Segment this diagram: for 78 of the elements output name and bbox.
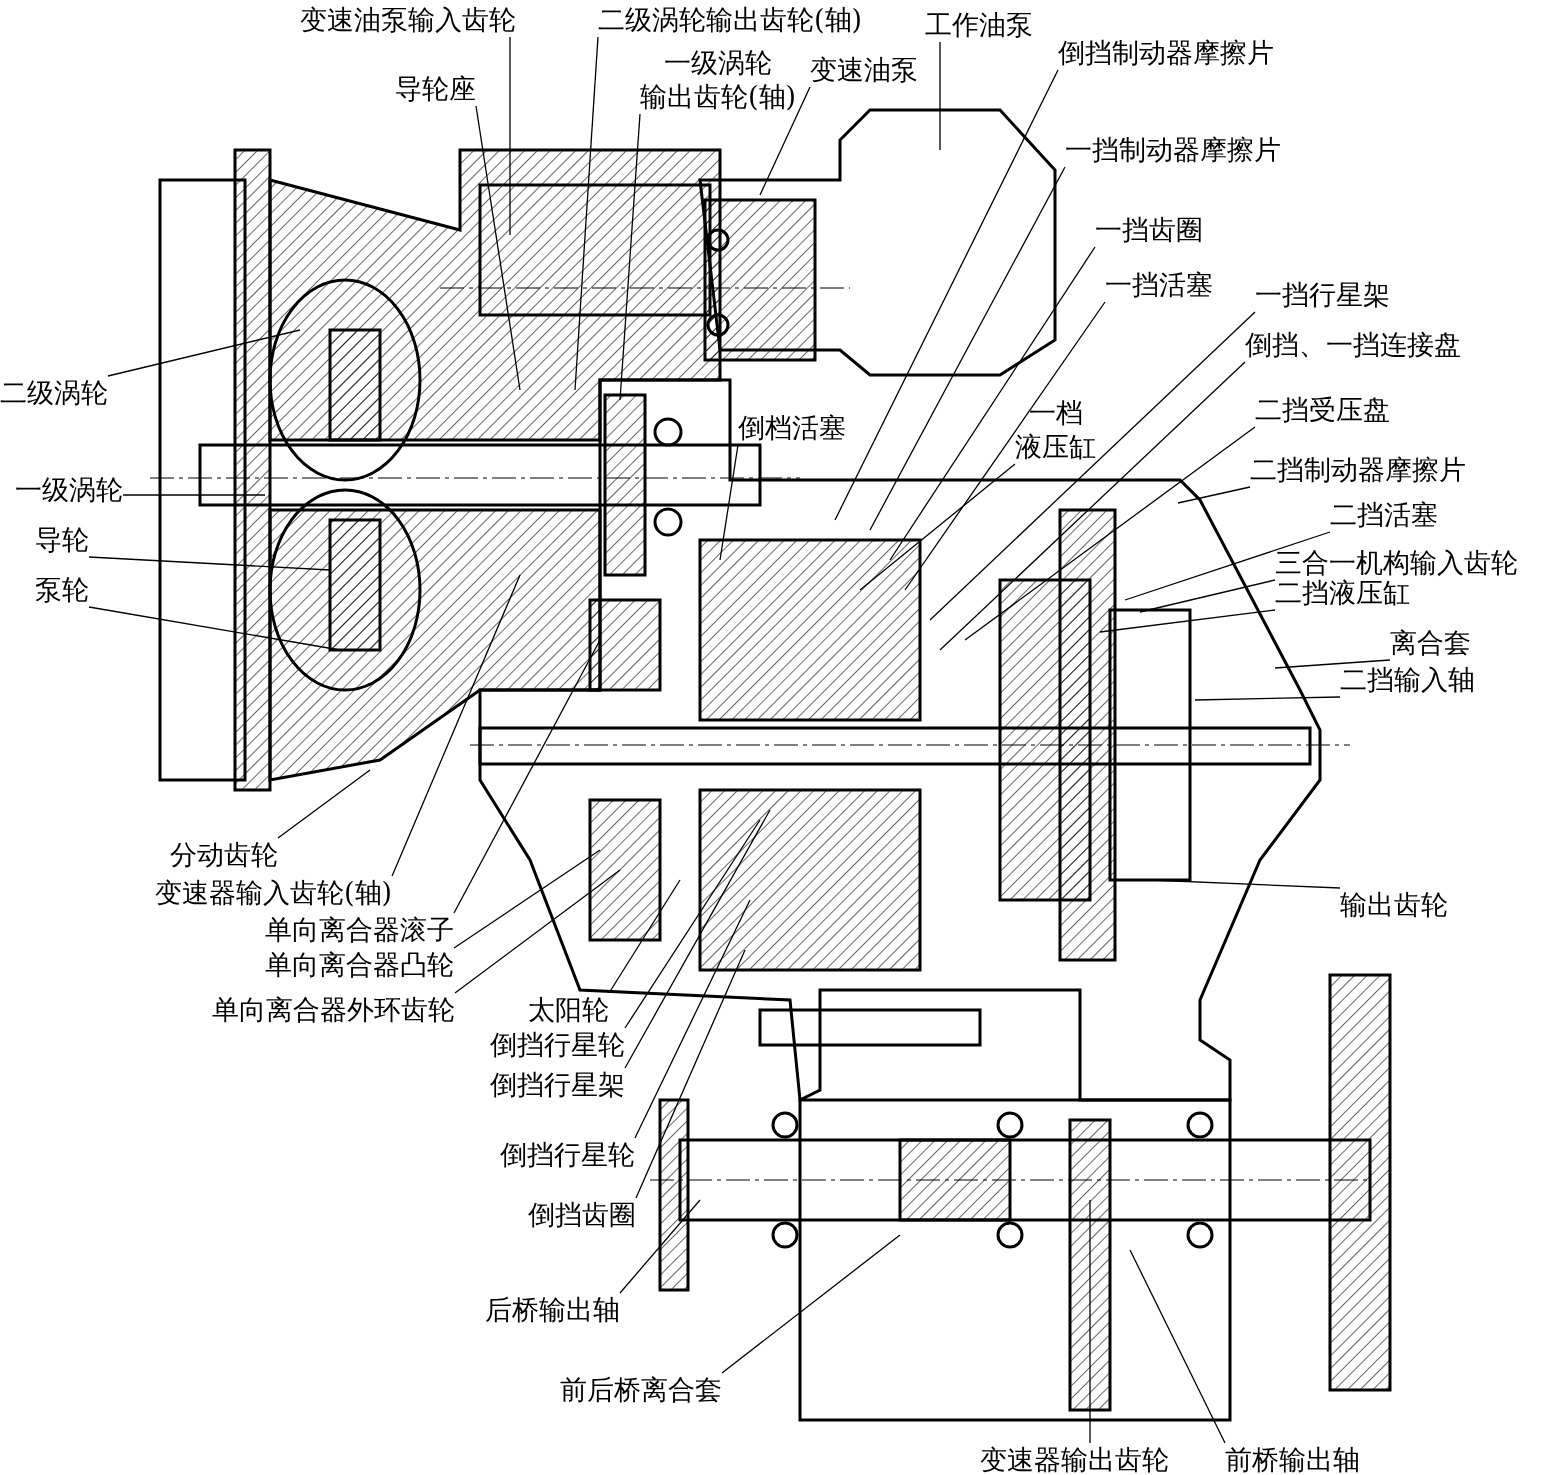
part-label: 导轮 (35, 523, 89, 557)
leader-line (88, 606, 341, 651)
leader-line (1124, 531, 1331, 601)
part-label: 变速油泵输入齿轮 (300, 3, 516, 37)
part-label: 一挡制动器摩擦片 (1065, 133, 1281, 167)
part-label: 离合套 (1390, 626, 1471, 660)
part-label: 后桥输出轴 (485, 1293, 620, 1327)
part-label: 一级涡轮 (15, 473, 123, 507)
part-label: 分动齿轮 (170, 838, 278, 872)
leader-line (509, 36, 511, 236)
part-label: 前桥输出轴 (1225, 1443, 1360, 1475)
leader-line (619, 1199, 701, 1294)
part-label: 二挡制动器摩擦片 (1250, 453, 1466, 487)
leader-line (834, 69, 1059, 521)
leader-line (1139, 579, 1276, 613)
leader-line (453, 639, 601, 914)
part-label: 倒挡行星轮 (490, 1028, 625, 1062)
leader-line (574, 36, 599, 391)
part-label: 倒档活塞 (738, 411, 846, 445)
leader-line (107, 329, 301, 377)
leader-line (859, 463, 1016, 591)
part-label: 变速器输出齿轮 (980, 1443, 1169, 1475)
leader-line (122, 494, 266, 496)
leader-line (88, 556, 331, 571)
leader-line (1177, 486, 1251, 504)
part-label: 二挡受压盘 (1255, 393, 1390, 427)
leader-line (635, 949, 746, 1199)
part-label: 前后桥离合套 (560, 1373, 722, 1407)
leader-line (939, 41, 941, 151)
part-label: 二挡输入轴 (1340, 663, 1475, 697)
part-label: 输出齿轮 (1340, 888, 1448, 922)
leader-line (869, 166, 1066, 531)
leader-line (277, 769, 371, 839)
leader-line (454, 869, 621, 994)
leader-line (889, 246, 1096, 561)
leader-line (964, 426, 1256, 641)
part-label: 一挡活塞 (1105, 268, 1213, 302)
leader-line (453, 849, 601, 949)
leader-line (759, 86, 811, 196)
leader-line (608, 879, 681, 994)
leader-line (939, 361, 1246, 651)
part-label: 导轮座 (395, 72, 476, 106)
part-label: 二级涡轮 (0, 376, 108, 410)
leader-line (624, 809, 771, 1069)
part-label: 一挡齿圈 (1095, 213, 1203, 247)
part-label: 太阳轮 (528, 993, 609, 1027)
part-label: 一挡行星架 (1255, 278, 1390, 312)
part-label: 倒挡、一挡连接盘 (1245, 328, 1461, 362)
leader-line (1149, 879, 1341, 889)
part-label: 单向离合器滚子 (265, 913, 454, 947)
part-label: 一级涡轮输出齿轮(轴) (640, 46, 797, 114)
part-label: 工作油泵 (925, 8, 1033, 42)
part-label: 泵轮 (35, 573, 89, 607)
leader-line (1274, 659, 1391, 669)
leader-line (1194, 696, 1341, 701)
leader-line (619, 113, 641, 401)
part-label: 变速器输入齿轮(轴) (155, 876, 393, 910)
part-label: 二级涡轮输出齿轮(轴) (598, 3, 863, 37)
leader-line (1129, 1249, 1226, 1444)
leader-line (1099, 609, 1276, 633)
leader-line (721, 1234, 901, 1374)
leader-line (634, 899, 751, 1139)
leader-line (719, 444, 739, 561)
leader-line (1089, 1199, 1091, 1444)
part-label: 单向离合器凸轮 (265, 948, 454, 982)
part-label: 倒挡齿圈 (528, 1198, 636, 1232)
leader-line (929, 311, 1256, 621)
leader-line (904, 301, 1106, 591)
part-label: 二挡活塞 (1330, 498, 1438, 532)
leader-line (624, 819, 761, 1029)
leader-line (391, 574, 521, 877)
part-label: 一档液压缸 (1015, 396, 1096, 464)
part-label: 单向离合器外环齿轮 (212, 993, 455, 1027)
leader-line (475, 105, 521, 391)
part-label: 倒挡行星轮 (500, 1138, 635, 1172)
part-label: 倒挡行星架 (490, 1068, 625, 1102)
part-label: 变速油泵 (810, 53, 918, 87)
part-label: 倒挡制动器摩擦片 (1058, 36, 1274, 70)
